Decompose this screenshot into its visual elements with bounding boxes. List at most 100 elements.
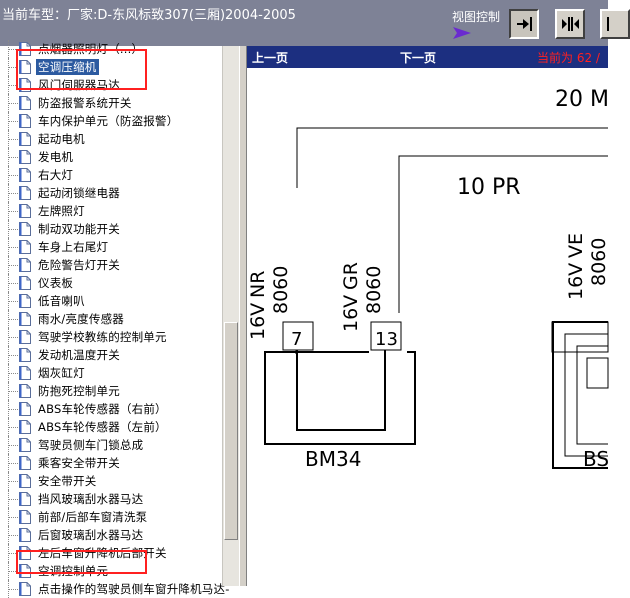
tree-item-label: 雨水/亮度传感器 xyxy=(38,312,124,326)
bs-box xyxy=(552,321,608,469)
document-icon xyxy=(19,384,31,398)
tree-item-label: 起动闭锁继电器 xyxy=(38,186,120,200)
document-icon xyxy=(19,456,31,470)
tree-guide-line xyxy=(8,526,18,544)
tree-item[interactable]: 左牌照灯 xyxy=(0,202,222,220)
tree-guide-line xyxy=(8,238,18,256)
tree-item[interactable]: 车内保护单元（防盗报警） xyxy=(0,112,222,130)
document-icon xyxy=(19,204,31,218)
tree-item-label: 乘客安全带开关 xyxy=(38,456,120,470)
tree-item[interactable]: 后窗玻璃刮水器马达 xyxy=(0,526,222,544)
view-split-button[interactable] xyxy=(555,9,585,39)
component-tree[interactable]: 点烟器照明灯（...）空调压缩机风门伺服器马达防盗报警系统开关车内保护单元（防盗… xyxy=(0,40,229,598)
tree-item-label: 前部/后部车窗清洗泵 xyxy=(38,510,148,524)
document-icon xyxy=(19,114,31,128)
tree-item[interactable]: 危险警告灯开关 xyxy=(0,256,222,274)
tree-item[interactable]: 仪表板 xyxy=(0,274,222,292)
tree-guide-line xyxy=(8,202,18,220)
tree-item-label: 危险警告灯开关 xyxy=(38,258,120,272)
tree-guide-line xyxy=(8,364,18,382)
tree-item[interactable]: 发电机 xyxy=(0,148,222,166)
tree-item[interactable]: 挡风玻璃刮水器马达 xyxy=(0,490,222,508)
tree-item-label: 左后车窗升降机后部开关 xyxy=(38,546,167,560)
panel-splitter[interactable] xyxy=(239,46,247,586)
next-page-link[interactable]: 下一页 xyxy=(400,51,437,65)
connector-frame xyxy=(398,155,608,313)
tree-item[interactable]: 前部/后部车窗清洗泵 xyxy=(0,508,222,526)
tree-guide-line xyxy=(8,148,18,166)
tree-item[interactable]: 乘客安全带开关 xyxy=(0,454,222,472)
document-icon xyxy=(19,510,31,524)
tree-item[interactable]: 空调压缩机 xyxy=(0,58,222,76)
tree-item-label: 空调控制单元 xyxy=(38,564,109,578)
tree-guide-line xyxy=(8,274,18,292)
tree-item[interactable]: ABS车轮传感器（左前） xyxy=(0,418,222,436)
document-icon xyxy=(19,312,31,326)
tree-item[interactable]: 雨水/亮度传感器 xyxy=(0,310,222,328)
highlight-box-top xyxy=(16,49,147,90)
tree-guide-line xyxy=(8,562,18,580)
wire1-color: NR xyxy=(247,271,269,298)
window-title: 当前车型：厂家:D-东风标致307(三厢)2004-2005 xyxy=(2,8,296,23)
tree-item-label: ABS车轮传感器（左前） xyxy=(38,420,167,434)
tree-item-label: 车身上右尾灯 xyxy=(38,240,109,254)
tree-item[interactable]: 烟灰缸灯 xyxy=(0,364,222,382)
tree-item[interactable]: 驾驶员侧车门锁总成 xyxy=(0,436,222,454)
tree-guide-line xyxy=(8,292,18,310)
title-bar: 当前车型：厂家:D-东风标致307(三厢)2004-2005 视图控制 xyxy=(0,0,630,46)
tree-guide-line xyxy=(8,58,18,76)
wiring-diagram-svg: 20 M 10 PR 16V NR 8060 16V GR 8060 16V V… xyxy=(247,87,610,471)
scrollbar-thumb[interactable] xyxy=(224,322,238,540)
document-icon xyxy=(19,240,31,254)
tree-item[interactable]: 防抱死控制单元 xyxy=(0,382,222,400)
view-left-panel-button[interactable] xyxy=(600,9,630,39)
tree-item[interactable]: ABS车轮传感器（右前） xyxy=(0,400,222,418)
current-page-indicator: 当前为 62 / xyxy=(537,51,600,65)
wire3-color: VE xyxy=(565,233,587,258)
tree-item[interactable]: 空调控制单元 xyxy=(0,562,222,580)
document-icon xyxy=(19,582,31,596)
tree-item[interactable]: 右大灯 xyxy=(0,166,222,184)
bm34-inner-wire xyxy=(296,350,386,431)
tree-guide-line xyxy=(8,130,18,148)
tree-item[interactable]: 左后车窗升降机后部开关 xyxy=(0,544,222,562)
document-icon xyxy=(19,168,31,182)
tree-item[interactable]: 制动双功能开关 xyxy=(0,220,222,238)
tree-guide-line xyxy=(8,346,18,364)
tree-item-label: 挡风玻璃刮水器马达 xyxy=(38,492,144,506)
document-icon xyxy=(19,60,31,74)
bs-inner-box xyxy=(564,333,608,457)
tree-item[interactable]: 安全带开关 xyxy=(0,472,222,490)
wire1-volt: 16V xyxy=(247,303,269,340)
tree-item-label: 点击操作的驾驶员侧车窗升降机马达- xyxy=(38,582,230,596)
document-icon xyxy=(19,222,31,236)
tree-item[interactable]: 起动电机 xyxy=(0,130,222,148)
tree-item[interactable]: 低音喇叭 xyxy=(0,292,222,310)
tree-item-label: 安全带开关 xyxy=(38,474,97,488)
document-icon xyxy=(19,258,31,272)
tree-guide-line xyxy=(8,436,18,454)
wire3-num: 8060 xyxy=(588,238,610,286)
tree-guide-line xyxy=(8,490,18,508)
tree-item-label: 烟灰缸灯 xyxy=(38,366,85,380)
prev-page-link[interactable]: 上一页 xyxy=(252,51,289,65)
document-icon xyxy=(19,402,31,416)
tree-item[interactable]: 点击操作的驾驶员侧车窗升降机马达- xyxy=(0,580,229,598)
tree-item[interactable]: 车身上右尾灯 xyxy=(0,238,222,256)
pin-7-box xyxy=(282,321,314,351)
bm34-label: BM34 xyxy=(305,447,361,471)
tree-guide-line xyxy=(8,256,18,274)
tree-item[interactable]: 起动闭锁继电器 xyxy=(0,184,222,202)
document-icon xyxy=(19,366,31,380)
wire2-num: 8060 xyxy=(363,266,385,314)
view-right-panel-button[interactable] xyxy=(509,9,539,39)
document-icon xyxy=(19,132,31,146)
tree-scrollbar[interactable] xyxy=(222,46,239,586)
tree-guide-line xyxy=(8,166,18,184)
tree-item[interactable]: 发动机温度开关 xyxy=(0,346,222,364)
tree-item[interactable]: 防盗报警系统开关 xyxy=(0,94,222,112)
tree-item[interactable]: 驾驶学校教练的控制单元 xyxy=(0,328,222,346)
tree-guide-line xyxy=(8,40,18,58)
diagram-top-ref: 20 M xyxy=(555,87,609,112)
tree-item-label: 低音喇叭 xyxy=(38,294,85,308)
